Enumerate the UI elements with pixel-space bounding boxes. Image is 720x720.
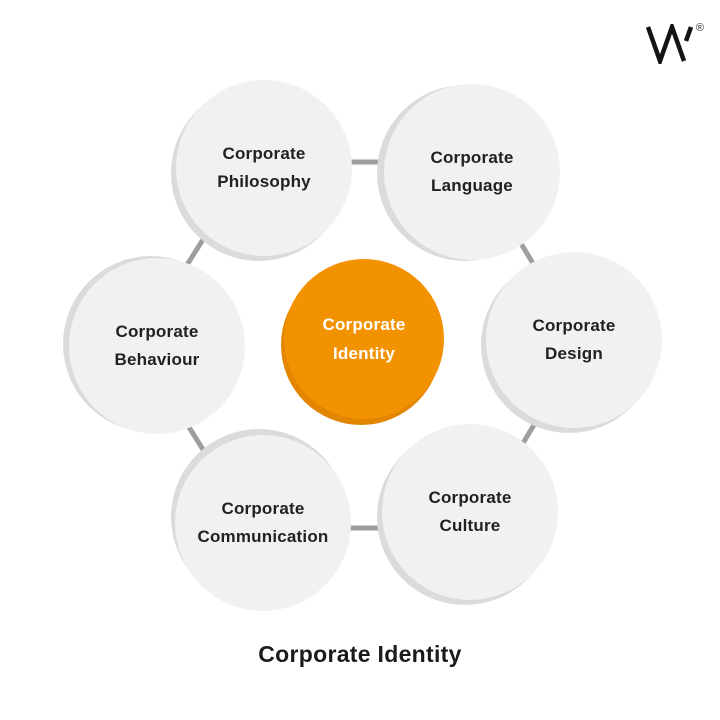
node-face: Corporate Language [384, 84, 560, 260]
node-label: Corporate Philosophy [217, 144, 311, 191]
registered-trademark: ® [695, 22, 704, 34]
node-face: Corporate Culture [382, 424, 558, 600]
node-face: Corporate Communication [175, 435, 351, 611]
node-label: Corporate Identity [322, 315, 406, 363]
node-corporate-communication: Corporate Communication [171, 429, 351, 611]
node-label: Corporate Communication [197, 499, 329, 546]
node-corporate-culture: Corporate Culture [377, 424, 558, 605]
diagram-caption: Corporate Identity [258, 641, 462, 667]
node-face: Corporate Identity [284, 259, 444, 419]
node-label: Corporate Design [532, 316, 616, 363]
node-corporate-philosophy: Corporate Philosophy [171, 80, 352, 261]
node-face: Corporate Design [486, 252, 662, 428]
node-corporate-identity-center: Corporate Identity [281, 259, 444, 425]
node-corporate-language: Corporate Language [377, 84, 560, 261]
node-label: Corporate Behaviour [114, 322, 200, 369]
brand-logo: ® [645, 22, 704, 64]
node-face: Corporate Philosophy [176, 80, 352, 256]
node-label: Corporate Language [430, 148, 514, 195]
w-logo-icon [645, 24, 694, 64]
node-face: Corporate Behaviour [69, 258, 245, 434]
node-corporate-behaviour: Corporate Behaviour [63, 256, 245, 434]
node-corporate-design: Corporate Design [481, 252, 662, 433]
node-label: Corporate Culture [428, 488, 512, 535]
